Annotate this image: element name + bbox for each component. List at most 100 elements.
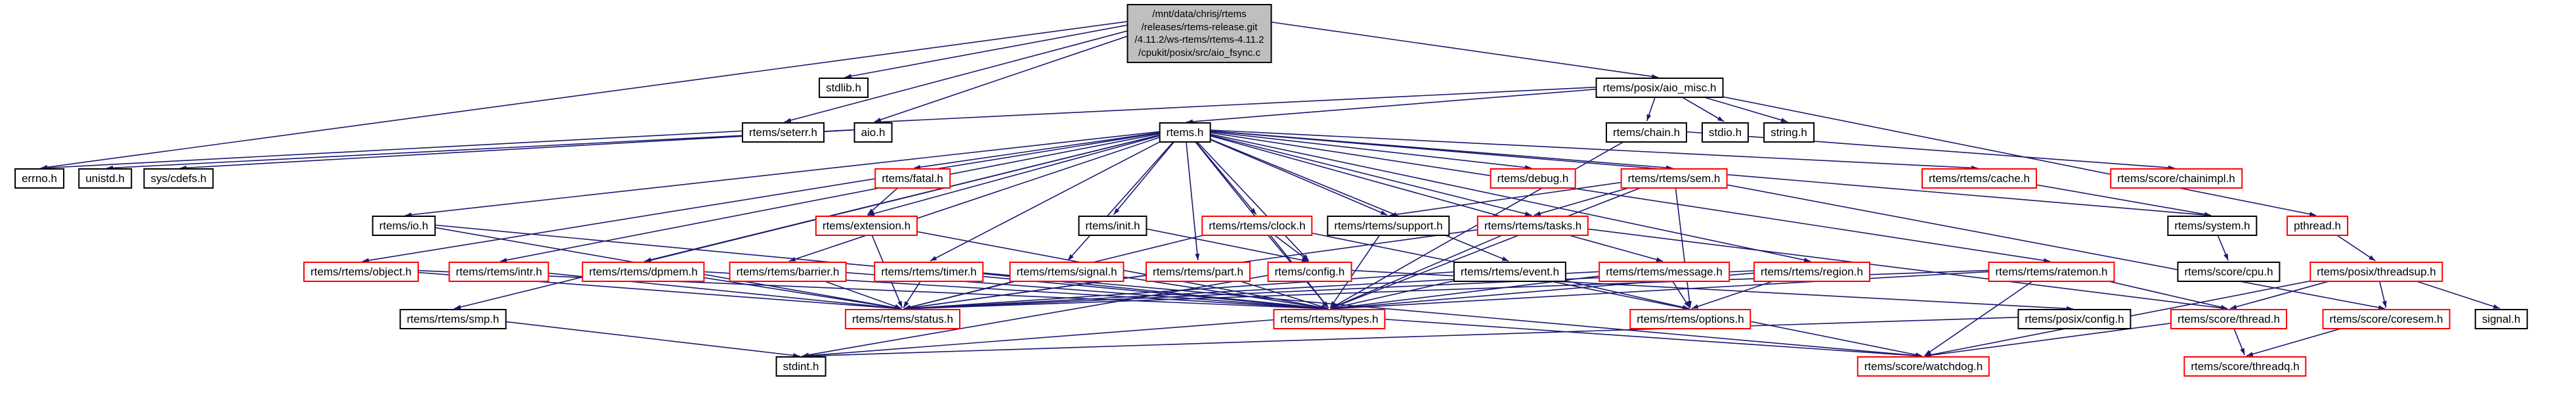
header-node-label: stdlib.h bbox=[826, 82, 861, 94]
header-node-label: rtems/score/coresem.h bbox=[2329, 313, 2443, 325]
header-node-label: rtems/rtems/object.h bbox=[311, 266, 412, 278]
header-node-label: rtems/rtems/options.h bbox=[1637, 313, 1744, 325]
header-node[interactable]: rtems/rtems/tasks.h bbox=[1476, 216, 1589, 237]
header-node-label: unistd.h bbox=[85, 172, 125, 185]
header-node-label: rtems/config.h bbox=[1274, 266, 1345, 278]
header-node[interactable]: rtems/fatal.h bbox=[874, 168, 951, 189]
header-node[interactable]: rtems/score/thread.h bbox=[2170, 309, 2287, 330]
header-node[interactable]: rtems/rtems/message.h bbox=[1599, 262, 1730, 283]
header-node-label: stdint.h bbox=[783, 360, 819, 373]
include-edge bbox=[1184, 128, 1200, 261]
include-edge bbox=[1532, 222, 2228, 310]
header-node-label: rtems/score/watchdog.h bbox=[1864, 360, 1983, 373]
include-edge bbox=[1329, 315, 1923, 358]
header-node[interactable]: rtems/rtems/types.h bbox=[1273, 309, 1386, 330]
include-edge bbox=[1184, 128, 2051, 263]
header-node[interactable]: rtems/score/watchdog.h bbox=[1857, 356, 1990, 377]
header-node[interactable]: stdint.h bbox=[775, 356, 826, 377]
include-edge bbox=[1199, 11, 1659, 79]
header-node[interactable]: rtems/rtems/event.h bbox=[1453, 262, 1567, 283]
include-edge bbox=[40, 128, 784, 170]
header-node[interactable]: stdlib.h bbox=[819, 78, 869, 99]
header-node[interactable]: rtems/posix/config.h bbox=[2017, 309, 2132, 330]
header-node[interactable]: string.h bbox=[1763, 122, 1814, 143]
header-node[interactable]: signal.h bbox=[2474, 309, 2528, 330]
include-edge bbox=[1330, 268, 1813, 311]
include-edge bbox=[928, 268, 1329, 311]
header-node-label: aio.h bbox=[861, 126, 886, 139]
header-node[interactable]: rtems/chain.h bbox=[1605, 122, 1688, 143]
header-node[interactable]: aio.h bbox=[853, 122, 893, 143]
header-node-label: rtems/rtems/event.h bbox=[1460, 266, 1560, 278]
root-path-line: /cpukit/posix/src/aio_fsync.c bbox=[1138, 47, 1260, 58]
header-node[interactable]: rtems/posix/aio_misc.h bbox=[1595, 78, 1724, 99]
header-node[interactable]: rtems/rtems/sem.h bbox=[1620, 168, 1728, 189]
header-node[interactable]: rtems/score/coresem.h bbox=[2322, 309, 2451, 330]
header-node[interactable]: errno.h bbox=[14, 168, 64, 189]
include-edge bbox=[867, 128, 1186, 216]
header-node[interactable]: pthread.h bbox=[2286, 216, 2348, 237]
header-node-label: string.h bbox=[1771, 126, 1807, 139]
header-node[interactable]: rtems/extension.h bbox=[815, 216, 918, 237]
header-node-label: rtems/seterr.h bbox=[749, 126, 817, 139]
header-node[interactable]: rtems/rtems/ratemon.h bbox=[1988, 262, 2115, 283]
header-node-label: errno.h bbox=[22, 172, 57, 185]
include-edge bbox=[930, 128, 1186, 262]
include-edge bbox=[802, 315, 2075, 359]
header-node[interactable]: unistd.h bbox=[78, 168, 132, 189]
header-node[interactable]: rtems/rtems/signal.h bbox=[1009, 262, 1125, 283]
header-node-label: rtems/rtems/region.h bbox=[1761, 266, 1863, 278]
header-node[interactable]: rtems/io.h bbox=[372, 216, 436, 237]
header-node-label: rtems/rtems/cache.h bbox=[1929, 172, 2030, 185]
header-node-label: rtems/fatal.h bbox=[882, 172, 943, 185]
include-edge bbox=[1673, 174, 2386, 310]
header-node[interactable]: rtems/system.h bbox=[2167, 216, 2258, 237]
header-node-label: rtems/debug.h bbox=[1497, 172, 1569, 185]
header-node-label: rtems/posix/threadsup.h bbox=[2317, 266, 2436, 278]
header-node[interactable]: rtems/config.h bbox=[1267, 262, 1352, 283]
header-node-label: rtems/rtems/barrier.h bbox=[736, 266, 840, 278]
header-node[interactable]: rtems/init.h bbox=[1078, 216, 1148, 237]
header-node[interactable]: rtems/debug.h bbox=[1490, 168, 1576, 189]
include-edge bbox=[1186, 83, 1660, 124]
root-path-line: /mnt/data/chrisj/rtems bbox=[1152, 9, 1247, 20]
include-edge bbox=[874, 83, 1660, 124]
include-edge bbox=[1184, 128, 1509, 262]
header-node-label: rtems/rtems/intr.h bbox=[456, 266, 542, 278]
header-node-label: rtems/rtems/clock.h bbox=[1209, 220, 1306, 232]
header-node[interactable]: rtems/rtems/dpmem.h bbox=[582, 262, 705, 283]
header-node[interactable]: rtems/rtems/intr.h bbox=[448, 262, 549, 283]
header-node[interactable]: rtems/posix/threadsup.h bbox=[2309, 262, 2443, 283]
header-node[interactable]: rtems/rtems/smp.h bbox=[399, 309, 507, 330]
include-edge bbox=[1330, 222, 1534, 309]
header-node-label: rtems/rtems/ratemon.h bbox=[1995, 266, 2108, 278]
header-node[interactable]: rtems/rtems/part.h bbox=[1146, 262, 1251, 283]
header-node[interactable]: rtems/score/chainimpl.h bbox=[2110, 168, 2243, 189]
include-edge bbox=[1184, 128, 1532, 170]
include-edge bbox=[500, 128, 1186, 263]
header-node[interactable]: rtems/seterr.h bbox=[742, 122, 825, 143]
header-node[interactable]: rtems/score/threadq.h bbox=[2183, 356, 2307, 377]
include-edge bbox=[802, 315, 1330, 358]
header-node[interactable]: rtems/rtems/clock.h bbox=[1201, 216, 1313, 237]
include-edge bbox=[1184, 128, 1664, 262]
header-node-label: rtems/rtems/smp.h bbox=[406, 313, 500, 325]
include-edge bbox=[1330, 174, 1675, 310]
header-node[interactable]: rtems/score/cpu.h bbox=[2177, 262, 2281, 283]
header-node-label: rtems/posix/config.h bbox=[2025, 313, 2124, 325]
header-node[interactable]: sys/cdefs.h bbox=[143, 168, 214, 189]
header-node[interactable]: rtems/rtems/barrier.h bbox=[729, 262, 847, 283]
include-edge bbox=[1184, 128, 1979, 170]
header-node[interactable]: stdio.h bbox=[1701, 122, 1750, 143]
header-node[interactable]: rtems/rtems/support.h bbox=[1327, 216, 1450, 237]
include-edge bbox=[1924, 268, 2052, 356]
header-node[interactable]: rtems/rtems/cache.h bbox=[1921, 168, 2037, 189]
header-node[interactable]: rtems.h bbox=[1159, 122, 1211, 143]
header-node-label: rtems/rtems/dpmem.h bbox=[589, 266, 698, 278]
header-node[interactable]: rtems/rtems/timer.h bbox=[874, 262, 984, 283]
header-node[interactable]: rtems/rtems/status.h bbox=[845, 309, 960, 330]
header-node[interactable]: rtems/rtems/region.h bbox=[1753, 262, 1870, 283]
header-node[interactable]: rtems/rtems/options.h bbox=[1629, 309, 1751, 330]
header-node-label: rtems/io.h bbox=[379, 220, 429, 232]
header-node[interactable]: rtems/rtems/object.h bbox=[303, 262, 419, 283]
